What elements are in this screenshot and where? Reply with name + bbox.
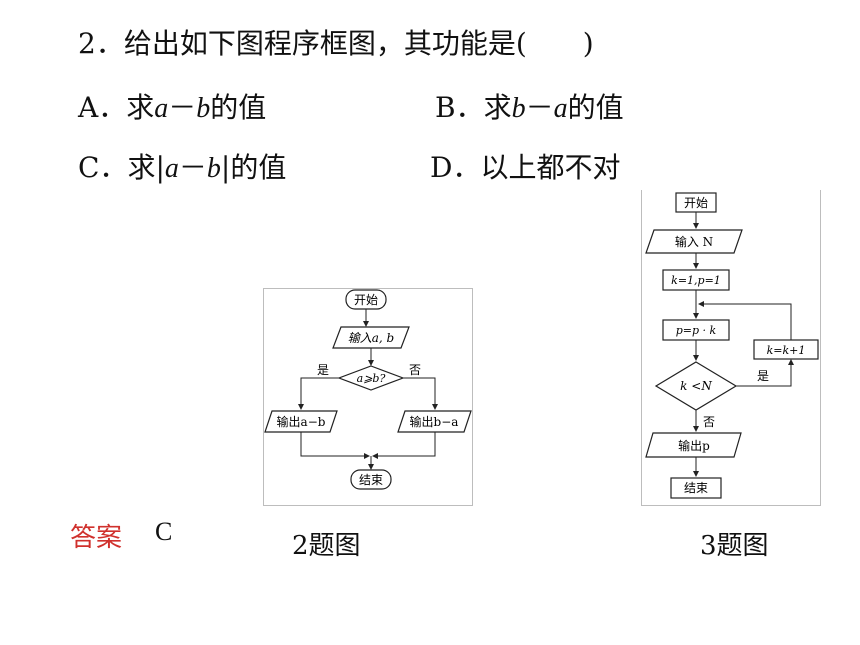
option-c-pre: 求| bbox=[127, 151, 165, 184]
fig2-condition-label: a⩾b? bbox=[357, 372, 386, 385]
option-d-label: D． bbox=[430, 151, 481, 184]
option-a-var2: b bbox=[196, 93, 211, 124]
option-c-post: |的值 bbox=[220, 151, 287, 184]
option-a-op: － bbox=[168, 91, 197, 124]
figure-2-svg: 开始 输入a, b a⩾b? 是 否 输出a−b 输出b−a 结束 bbox=[263, 288, 473, 506]
fig3-init-label: k=1,p=1 bbox=[671, 274, 721, 287]
fig2-arrow-no bbox=[403, 377, 438, 410]
fig2-output-right-label: 输出b−a bbox=[410, 414, 459, 429]
figure-2-frame bbox=[263, 288, 473, 506]
fig2-yes-label: 是 bbox=[317, 363, 329, 377]
option-c-op: － bbox=[178, 151, 207, 184]
fig3-arrow-loop bbox=[698, 301, 792, 340]
option-c-var1: a bbox=[164, 153, 179, 184]
option-b: B．求b－a的值 bbox=[435, 86, 624, 126]
fig3-no-label: 否 bbox=[703, 415, 715, 429]
fig2-output-right-node bbox=[397, 410, 472, 433]
fig2-input-node bbox=[332, 326, 410, 349]
fig3-end-label: 结束 bbox=[684, 481, 708, 495]
fig3-input-node bbox=[645, 229, 743, 254]
fig3-process-label: p=p · k bbox=[676, 324, 717, 337]
figure-2-flowchart: 开始 输入a, b a⩾b? 是 否 输出a−b 输出b−a 结束 bbox=[263, 288, 473, 506]
fig2-no-label: 否 bbox=[409, 363, 421, 377]
figure-3-flowchart: 开始 输入 N k=1,p=1 p=p · k k <N 是 k=k+1 否 输… bbox=[641, 190, 821, 506]
figure-3-svg: 开始 输入 N k=1,p=1 p=p · k k <N 是 k=k+1 否 输… bbox=[641, 190, 821, 506]
fig3-incr-label: k=k+1 bbox=[767, 344, 806, 357]
figure-2-caption: 2题图 bbox=[292, 531, 361, 561]
fig2-output-left-label: 输出a−b bbox=[277, 414, 326, 429]
fig3-input-label: 输入 N bbox=[675, 234, 713, 249]
fig2-merge-right bbox=[372, 432, 436, 459]
fig3-arrow-yes bbox=[736, 359, 794, 387]
option-a-post: 的值 bbox=[210, 91, 267, 124]
fig3-end-node bbox=[670, 477, 722, 499]
option-b-var2: a bbox=[553, 93, 568, 124]
fig3-incr-node bbox=[753, 339, 819, 360]
option-a-var1: a bbox=[154, 93, 169, 124]
fig2-decision-node bbox=[337, 365, 405, 391]
option-b-post: 的值 bbox=[567, 91, 624, 124]
option-d: D．以上都不对 bbox=[430, 146, 620, 186]
fig3-condition-label: k <N bbox=[680, 379, 712, 393]
answer-label: 答案 bbox=[70, 523, 123, 553]
fig3-yes-label: 是 bbox=[757, 369, 769, 383]
option-c-label: C． bbox=[78, 151, 128, 184]
option-a-pre: 求 bbox=[126, 91, 155, 124]
option-b-label: B． bbox=[435, 91, 484, 124]
fig2-end-label: 结束 bbox=[359, 473, 383, 487]
fig2-output-left-node bbox=[264, 410, 338, 433]
figure-3-caption: 3题图 bbox=[700, 531, 769, 561]
question-stem: 2．给出如下图程序框图，其功能是( ) bbox=[78, 22, 594, 62]
fig2-end-node bbox=[350, 469, 392, 490]
fig2-merge-left bbox=[300, 432, 370, 459]
question-number: 2． bbox=[78, 27, 124, 60]
option-a-label: A． bbox=[78, 91, 127, 124]
fig3-output-label: 输出p bbox=[678, 438, 710, 453]
question-text: 给出如下图程序框图，其功能是( ) bbox=[123, 27, 594, 60]
option-b-op: － bbox=[525, 91, 554, 124]
fig2-arrow-yes bbox=[298, 377, 339, 410]
option-a: A．求a－b的值 bbox=[78, 86, 266, 126]
fig2-start-label: 开始 bbox=[354, 293, 378, 307]
fig2-input-label: 输入a, b bbox=[348, 331, 394, 345]
fig3-start-label: 开始 bbox=[684, 196, 708, 210]
option-b-pre: 求 bbox=[483, 91, 512, 124]
option-b-var1: b bbox=[511, 93, 526, 124]
option-d-text: 以上都不对 bbox=[480, 151, 621, 184]
fig3-output-node bbox=[645, 432, 742, 458]
answer-value: C bbox=[155, 517, 173, 546]
option-c-var2: b bbox=[206, 153, 221, 184]
option-c: C．求|a－b|的值 bbox=[78, 146, 286, 186]
